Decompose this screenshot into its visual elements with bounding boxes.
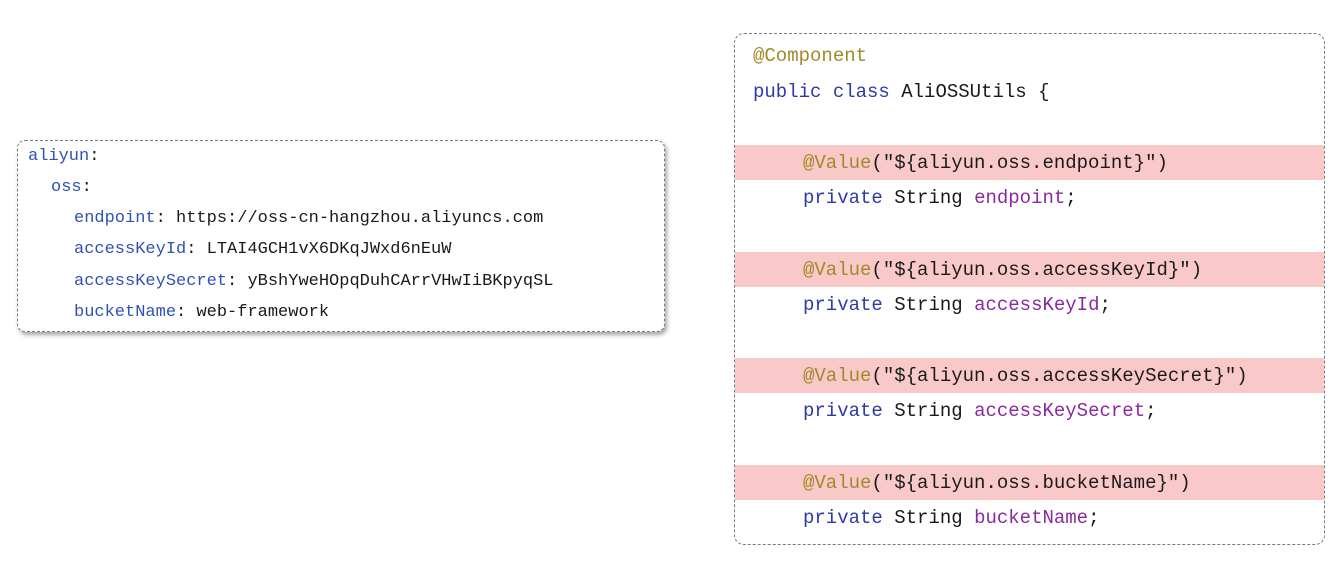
yaml-config-panel: aliyun: oss: endpoint: https://oss-cn-ha… — [17, 140, 665, 332]
yaml-key-oss: oss — [51, 178, 82, 197]
java-field-access-key-secret: private String accessKeySecret; — [803, 400, 1157, 422]
highlight-band-access-key-secret — [735, 358, 1324, 393]
yaml-key-bucket-name: bucketName — [74, 303, 177, 322]
yaml-line-endpoint: endpoint: https://oss-cn-hangzhou.aliyun… — [74, 209, 544, 228]
highlight-band-access-key-id — [735, 252, 1324, 287]
java-code-panel: @Component public class AliOSSUtils { @V… — [734, 33, 1325, 545]
java-keyword-public-class: public class — [753, 81, 890, 103]
java-field-access-key-id: private String accessKeyId; — [803, 294, 1111, 316]
yaml-value-bucket-name: web-framework — [196, 303, 330, 322]
yaml-value-access-key-id: LTAI4GCH1vX6DKqJWxd6nEuW — [206, 240, 452, 259]
yaml-line-access-key-secret: accessKeySecret: yBshYweHOpqDuhCArrVHwIi… — [74, 272, 554, 291]
yaml-value-access-key-secret: yBshYweHOpqDuhCArrVHwIiBKpyqSL — [247, 272, 554, 291]
yaml-key-endpoint: endpoint — [74, 209, 156, 228]
highlight-band-bucket-name — [735, 465, 1324, 500]
java-value-annotation-access-key-id: @Value("${aliyun.oss.accessKeyId}") — [803, 259, 1203, 281]
yaml-line-root: aliyun: — [28, 147, 100, 166]
yaml-line-bucket-name: bucketName: web-framework — [74, 303, 330, 322]
java-class-annotation: @Component — [753, 45, 868, 67]
yaml-key-access-key-secret: accessKeySecret — [74, 272, 228, 291]
java-value-annotation-endpoint: @Value("${aliyun.oss.endpoint}") — [803, 152, 1168, 174]
highlight-band-endpoint — [735, 145, 1324, 180]
java-field-bucket-name: private String bucketName; — [803, 507, 1100, 529]
java-field-endpoint: private String endpoint; — [803, 187, 1077, 209]
java-value-annotation-bucket-name: @Value("${aliyun.oss.bucketName}") — [803, 472, 1191, 494]
java-class-name: AliOSSUtils — [901, 81, 1027, 103]
yaml-key-aliyun: aliyun — [28, 147, 90, 166]
yaml-key-access-key-id: accessKeyId — [74, 240, 187, 259]
yaml-line-oss: oss: — [51, 178, 92, 197]
yaml-line-access-key-id: accessKeyId: LTAI4GCH1vX6DKqJWxd6nEuW — [74, 240, 452, 259]
java-class-declaration: public class AliOSSUtils { — [753, 81, 1050, 103]
yaml-value-endpoint: https://oss-cn-hangzhou.aliyuncs.com — [176, 209, 544, 228]
java-value-annotation-access-key-secret: @Value("${aliyun.oss.accessKeySecret}") — [803, 365, 1248, 387]
